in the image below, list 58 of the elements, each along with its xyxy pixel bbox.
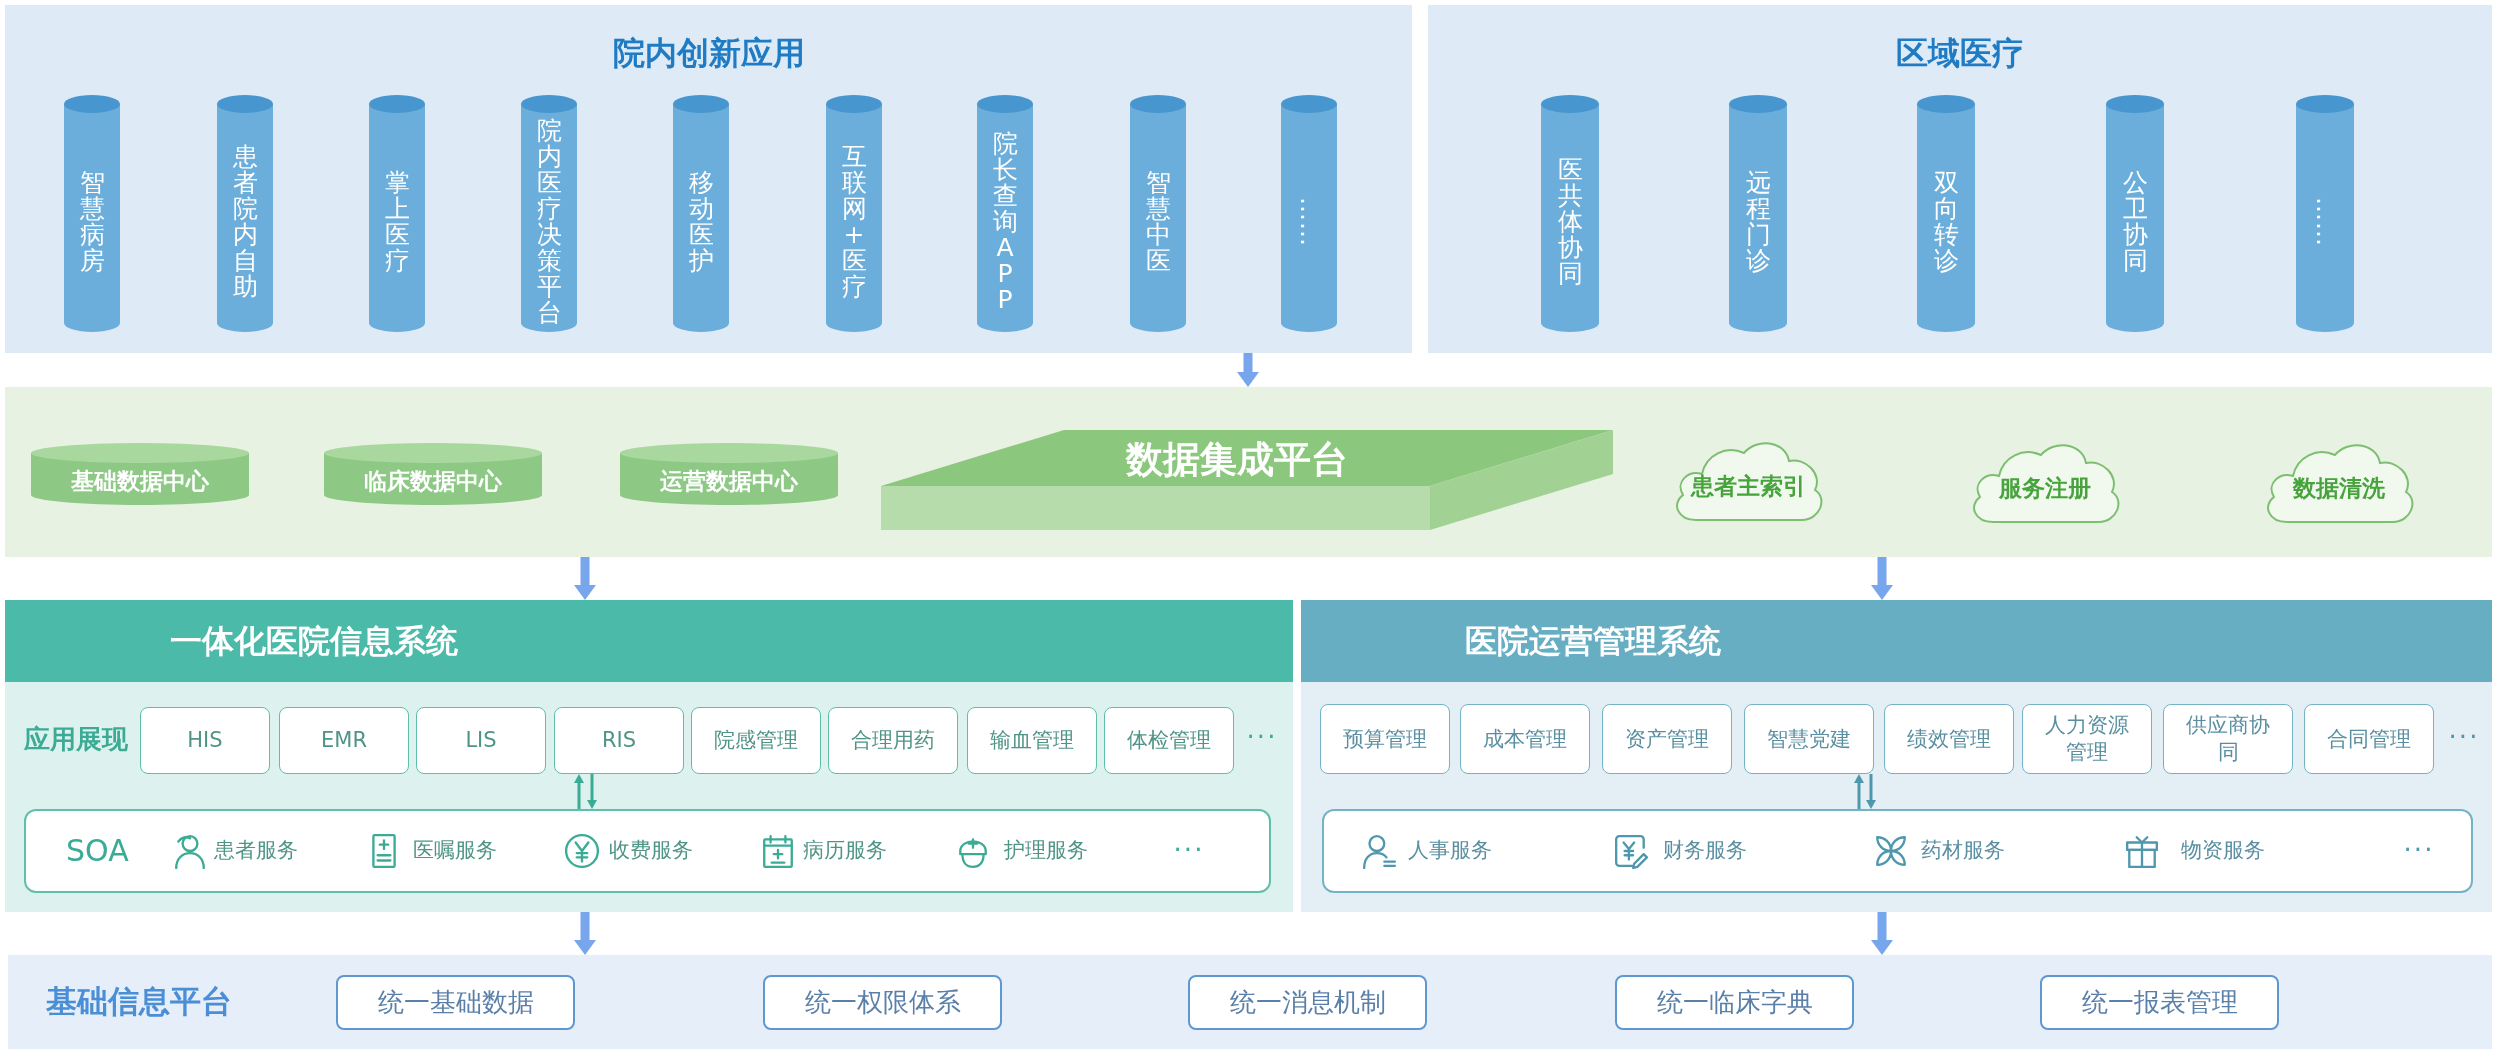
arrow xyxy=(574,557,596,600)
arrow xyxy=(1866,774,1876,809)
band xyxy=(5,387,2492,557)
module-box: 绩效管理 xyxy=(1884,704,2014,774)
module-box: 院感管理 xyxy=(691,707,821,774)
arrow xyxy=(1237,353,1259,387)
module-box: 预算管理 xyxy=(1320,704,1450,774)
platform-box: 统一消息机制 xyxy=(1188,975,1427,1030)
module-box: RIS xyxy=(554,707,684,774)
band xyxy=(8,955,2492,1049)
ellipsis: ··· xyxy=(2403,835,2435,867)
service-label: 人事服务 xyxy=(1408,838,1492,864)
arrow xyxy=(574,912,596,955)
service-label: 药材服务 xyxy=(1921,838,2005,864)
module-box: 输血管理 xyxy=(967,707,1097,774)
panel xyxy=(1301,600,2492,912)
arrow xyxy=(1871,912,1893,955)
panel-title: 区域医疗 xyxy=(1896,33,2024,73)
arrow xyxy=(587,774,597,809)
row-label: SOA xyxy=(66,833,129,869)
arrow xyxy=(1871,557,1893,600)
panel xyxy=(5,5,1412,353)
module-box: 人力资源管理 xyxy=(2022,704,2152,774)
service-label: 医嘱服务 xyxy=(413,838,497,864)
service-label: 收费服务 xyxy=(609,838,693,864)
platform-box: 统一报表管理 xyxy=(2040,975,2279,1030)
module-box: 成本管理 xyxy=(1460,704,1590,774)
arrow xyxy=(574,774,584,809)
panel-header: 医院运营管理系统 xyxy=(1301,600,2492,682)
panel-header: 一体化医院信息系统 xyxy=(5,600,1293,682)
service-label: 物资服务 xyxy=(2181,838,2265,864)
module-box: 合理用药 xyxy=(828,707,958,774)
panel xyxy=(1428,5,2492,353)
service-box xyxy=(24,809,1271,893)
module-box: EMR xyxy=(279,707,409,774)
module-box: 供应商协同 xyxy=(2163,704,2293,774)
arrow xyxy=(1854,774,1864,809)
ellipsis: ··· xyxy=(1246,722,1278,754)
module-box: 智慧党建 xyxy=(1744,704,1874,774)
ellipsis: ··· xyxy=(2448,722,2480,754)
module-box: 体检管理 xyxy=(1104,707,1234,774)
panel-title: 院内创新应用 xyxy=(612,33,805,73)
service-box xyxy=(1322,809,2473,893)
service-label: 财务服务 xyxy=(1663,838,1747,864)
platform-box: 统一临床字典 xyxy=(1615,975,1854,1030)
panel xyxy=(5,600,1293,912)
row-label: 应用展现 xyxy=(24,724,128,756)
service-label: 患者服务 xyxy=(214,838,298,864)
module-box: 资产管理 xyxy=(1602,704,1732,774)
platform-box: 统一基础数据 xyxy=(336,975,575,1030)
service-label: 护理服务 xyxy=(1004,838,1088,864)
service-label: 病历服务 xyxy=(803,838,887,864)
module-box: HIS xyxy=(140,707,270,774)
ellipsis: ··· xyxy=(1173,835,1205,867)
module-box: 合同管理 xyxy=(2304,704,2434,774)
module-box: LIS xyxy=(416,707,546,774)
platform-box: 统一权限体系 xyxy=(763,975,1002,1030)
band-title: 基础信息平台 xyxy=(46,983,232,1021)
